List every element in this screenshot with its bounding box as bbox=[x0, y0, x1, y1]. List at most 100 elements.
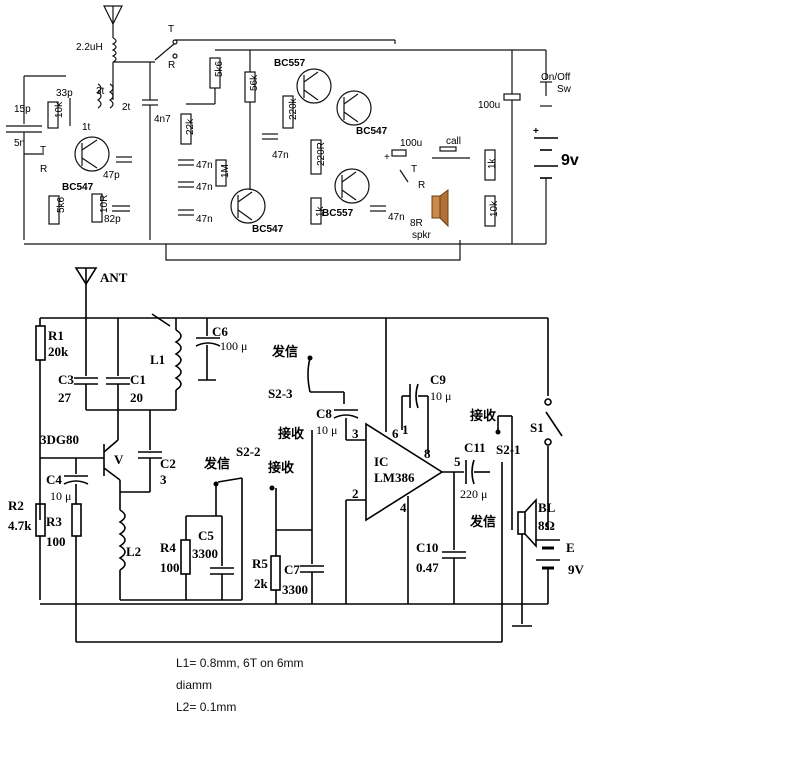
label-1t: 1t bbox=[82, 122, 91, 133]
resistor-1k-right bbox=[484, 149, 496, 181]
label-c7-val: 3300 bbox=[282, 582, 308, 597]
label-l1: L1 bbox=[150, 352, 165, 367]
label-r5-val: 2k bbox=[254, 576, 269, 591]
resistor-5k6-left bbox=[48, 195, 60, 225]
transformer-coil bbox=[96, 83, 102, 109]
transistor-q5 bbox=[334, 168, 370, 204]
plus-sign: + bbox=[533, 126, 539, 137]
label-s21: S2-1 bbox=[496, 442, 521, 457]
label-c11: C11 bbox=[464, 440, 486, 455]
label-e-val: 9V bbox=[568, 562, 585, 577]
label-left-t: T bbox=[40, 145, 46, 156]
label-left-r: R bbox=[40, 164, 47, 175]
label-c9-val: 10 μ bbox=[430, 389, 451, 403]
label-pin6: 6 bbox=[392, 426, 399, 441]
label-recv-3: 接收 bbox=[470, 408, 497, 423]
label-1k-mid: 1k bbox=[315, 205, 326, 217]
coil-note-line-2: diamm bbox=[176, 678, 213, 692]
label-47n-a: 47n bbox=[196, 160, 213, 171]
label-10r: 10R bbox=[99, 195, 110, 213]
label-c5-val: 3300 bbox=[192, 546, 218, 561]
label-bc547-q2: BC547 bbox=[252, 224, 284, 235]
label-2uh: 2.2uH bbox=[76, 42, 103, 53]
label-bc547-rf: BC547 bbox=[62, 182, 94, 193]
label-bc557-q5: BC557 bbox=[322, 208, 354, 219]
label-s23: S2-3 bbox=[268, 386, 293, 401]
label-5k6-left: 5k6 bbox=[56, 196, 67, 213]
label-lm386: LM386 bbox=[374, 470, 415, 485]
label-v: V bbox=[114, 452, 124, 467]
label-3t: 3t bbox=[96, 86, 105, 97]
speaker-icon bbox=[431, 189, 449, 228]
label-recv-1: 接收 bbox=[268, 460, 295, 475]
label-l2: L2 bbox=[126, 544, 141, 559]
label-c8: C8 bbox=[316, 406, 332, 421]
resistor-r5 bbox=[270, 555, 281, 591]
amplifier-lm386 bbox=[365, 422, 444, 522]
label-47n-e: 47n bbox=[388, 212, 405, 223]
label-switch2-t: T bbox=[411, 164, 417, 175]
label-1m: 1M bbox=[220, 164, 231, 178]
label-100u-out: 100u bbox=[400, 138, 422, 149]
label-send-1: 发信 bbox=[203, 456, 230, 471]
label-r2: R2 bbox=[8, 498, 24, 513]
label-2t: 2t bbox=[122, 102, 131, 113]
inductor-2uh bbox=[111, 37, 117, 63]
resistor-220r bbox=[310, 139, 322, 175]
label-r2-val: 4.7k bbox=[8, 518, 32, 533]
label-c1: C1 bbox=[130, 372, 146, 387]
label-56k: 56k bbox=[249, 74, 260, 91]
label-onoff-1: On/Off bbox=[541, 72, 570, 83]
label-c2: C2 bbox=[160, 456, 176, 471]
label-r1: R1 bbox=[48, 328, 64, 343]
label-r3: R3 bbox=[46, 514, 62, 529]
label-8r: 8R bbox=[410, 218, 423, 229]
label-bc547-q4: BC547 bbox=[356, 126, 388, 137]
label-send-top: 发信 bbox=[271, 344, 298, 359]
plus-sign: + bbox=[384, 152, 390, 163]
label-c9: C9 bbox=[430, 372, 446, 387]
label-3dg80: 3DG80 bbox=[40, 432, 79, 447]
bottom-circuit: ANT R1 20k C3 27 C1 20 L1 C bbox=[8, 267, 585, 643]
resistor-r4 bbox=[180, 539, 191, 575]
resistor-220k bbox=[282, 95, 294, 129]
label-pin4: 4 bbox=[400, 500, 407, 515]
resistor-10k-right bbox=[484, 195, 496, 227]
label-r5: R5 bbox=[252, 556, 268, 571]
label-switch-t: T bbox=[168, 24, 174, 35]
label-c5: C5 bbox=[198, 528, 214, 543]
label-47n-b: 47n bbox=[196, 182, 213, 193]
label-c3: C3 bbox=[58, 372, 74, 387]
label-e: E bbox=[566, 540, 575, 555]
label-22k: 22k bbox=[185, 118, 196, 135]
label-10k: 10k bbox=[54, 101, 65, 118]
label-onoff-2: Sw bbox=[557, 84, 572, 95]
antenna-icon bbox=[103, 5, 123, 38]
coil-note-line-1: L1= 0.8mm, 6T on 6mm bbox=[176, 656, 304, 670]
label-c2-val: 3 bbox=[160, 472, 167, 487]
label-220r: 220R bbox=[316, 142, 327, 166]
label-1k-right: 1k bbox=[487, 157, 498, 169]
label-call: call bbox=[446, 136, 461, 147]
label-c10-val: 0.47 bbox=[416, 560, 439, 575]
label-c10: C10 bbox=[416, 540, 438, 555]
label-c6: C6 bbox=[212, 324, 228, 339]
label-r4-val: 100 bbox=[160, 560, 180, 575]
label-c3-val: 27 bbox=[58, 390, 72, 405]
label-spkr: spkr bbox=[412, 230, 432, 241]
label-recv-2: 接收 bbox=[278, 426, 305, 441]
resistor-1k-mid bbox=[310, 197, 322, 225]
label-100u-supply: 100u bbox=[478, 100, 500, 111]
label-c11-val: 220 μ bbox=[460, 487, 487, 501]
label-9v: 9v bbox=[561, 152, 579, 169]
label-33p: 33p bbox=[56, 88, 73, 99]
label-ant: ANT bbox=[100, 270, 128, 285]
label-bl-val: 8Ω bbox=[538, 518, 555, 533]
circuit-schematic: 2.2uH T R 15p 5n T R 33p 10k 3t 2t 1t bbox=[6, 5, 585, 643]
antenna-icon bbox=[74, 267, 98, 318]
transistor-rf bbox=[74, 136, 110, 172]
label-47n-d: 47n bbox=[272, 150, 289, 161]
battery-icon bbox=[534, 137, 558, 179]
label-47n-c: 47n bbox=[196, 214, 213, 225]
label-switch2-r: R bbox=[418, 180, 425, 191]
